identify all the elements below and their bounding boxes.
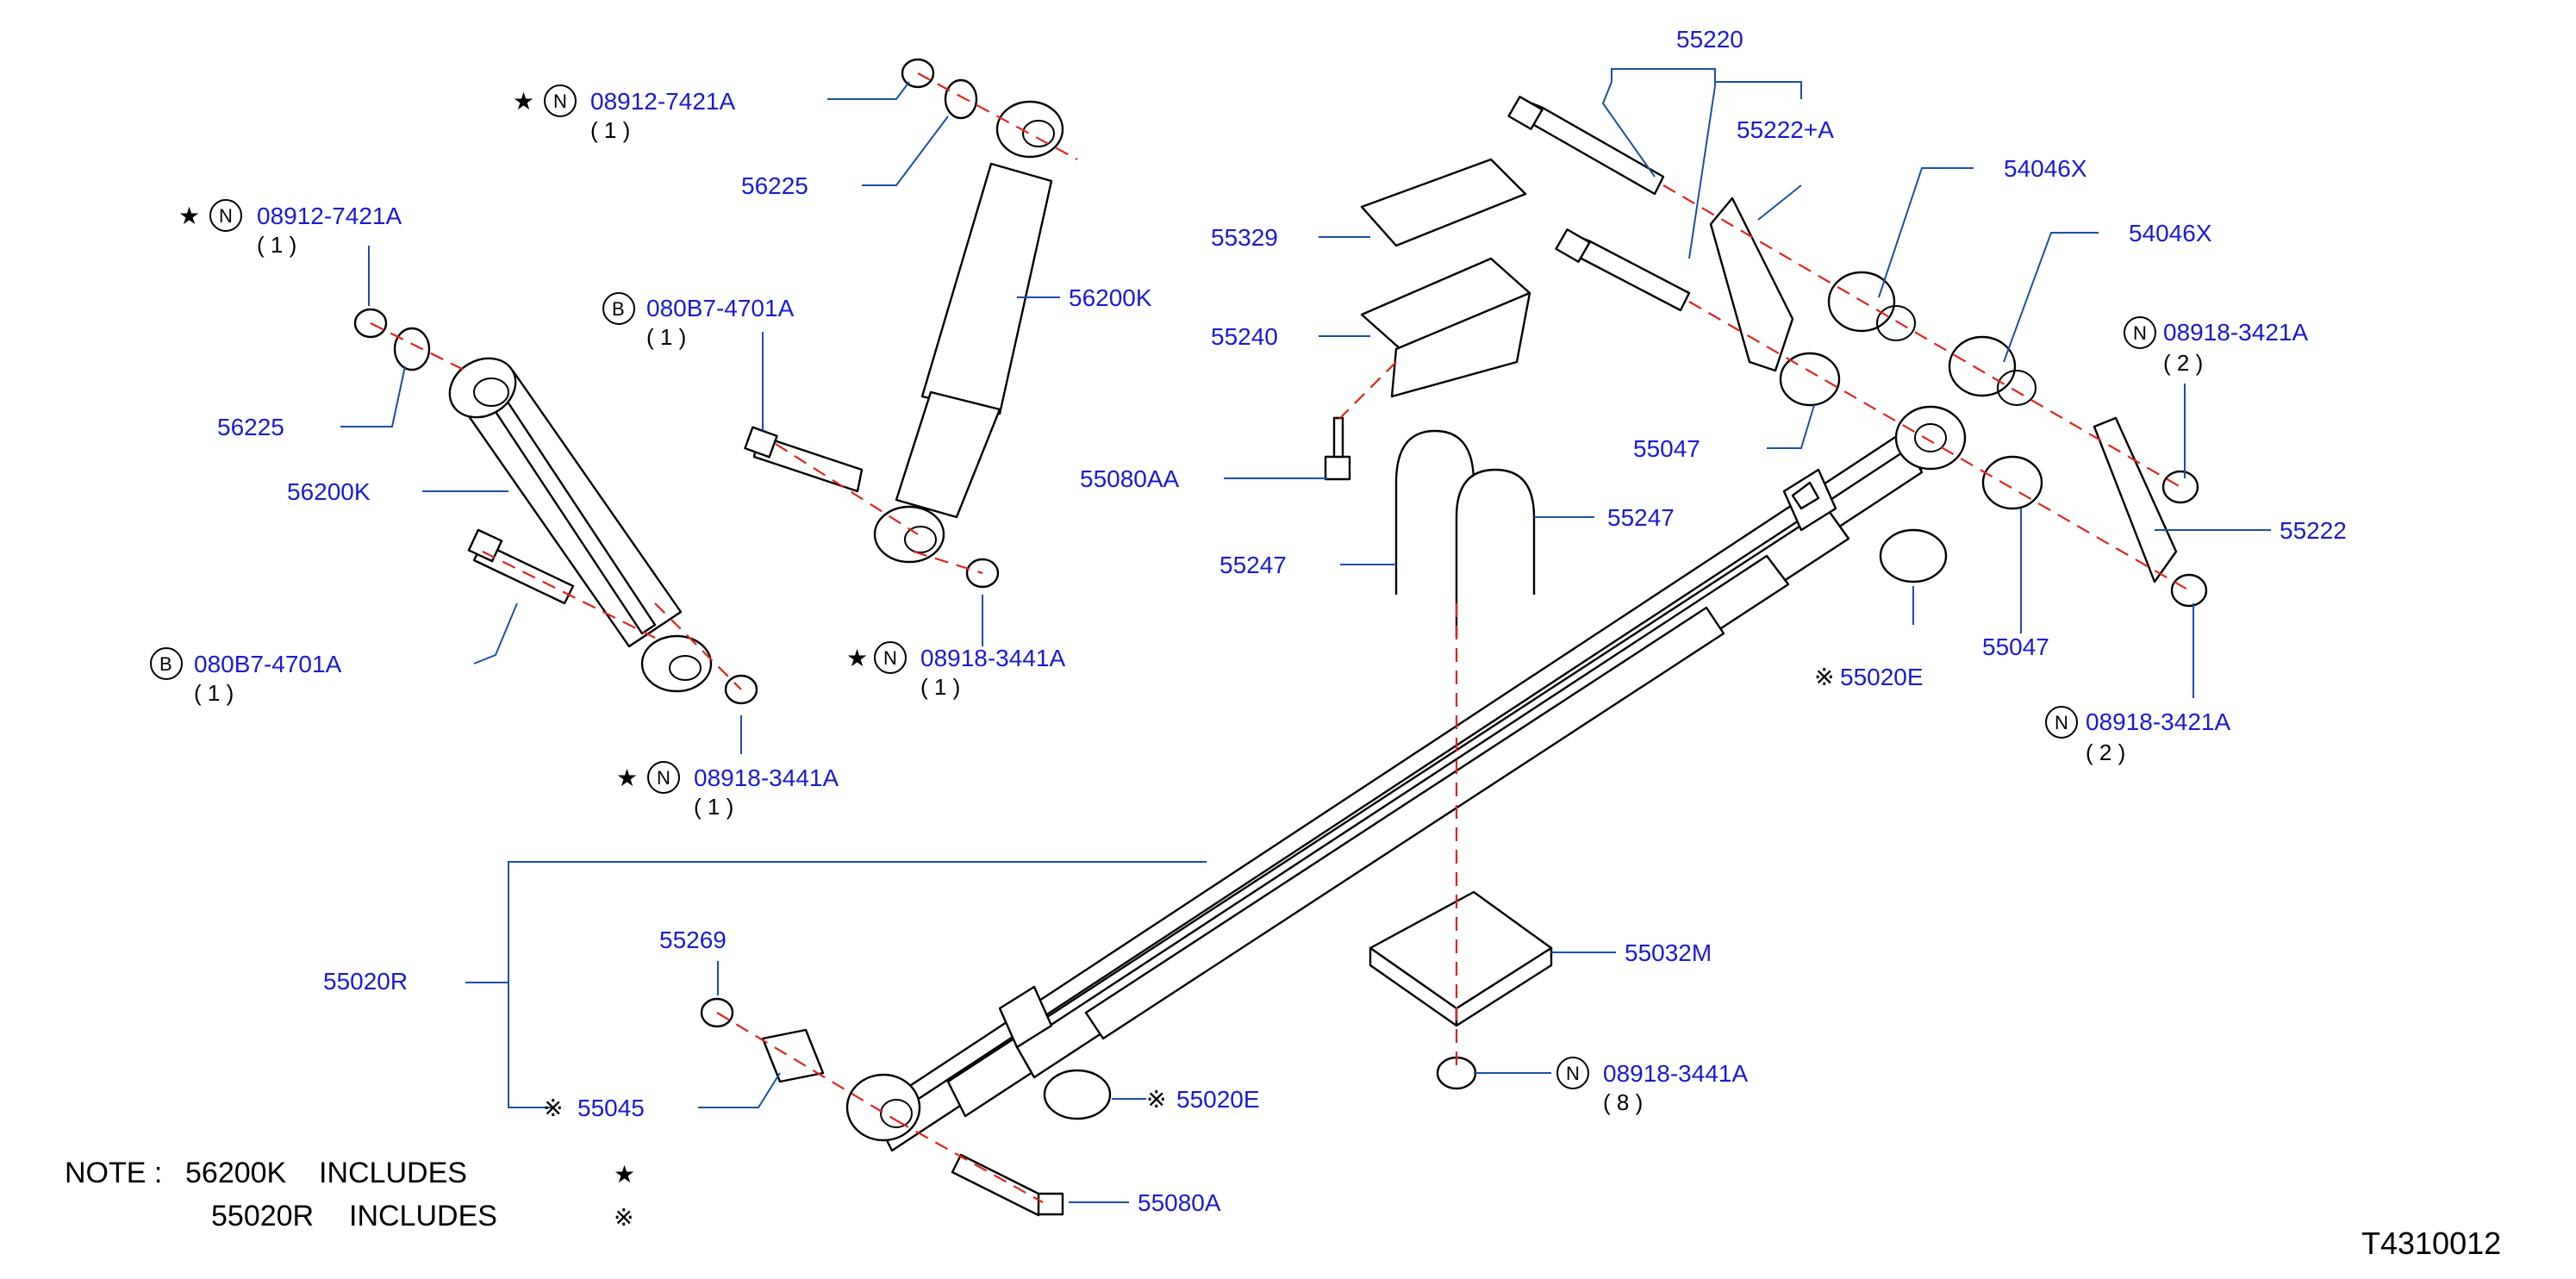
note-includes: INCLUDES [319, 1157, 467, 1189]
n-prefix-icon [874, 641, 907, 674]
n-prefix-icon [2124, 316, 2156, 349]
callout-label[interactable]: 56225 [217, 414, 284, 440]
prefix-letter: B [612, 298, 625, 320]
leaf-spring [845, 405, 1967, 1152]
callout-label[interactable]: 08918-3441A [1603, 1060, 1748, 1087]
callout-label[interactable]: 56200K [1069, 284, 1152, 311]
leader-lines [340, 68, 2271, 1203]
callout-label[interactable]: 080B7-4701A [194, 651, 342, 677]
spring-seat [1369, 890, 1553, 1027]
callout-qty: ( 2 ) [2163, 350, 2203, 376]
callout-label[interactable]: 55269 [659, 926, 727, 953]
callout-label[interactable]: 54046X [2129, 220, 2212, 246]
star-marker: ★ [616, 764, 638, 792]
callout-qty: ( 1 ) [646, 324, 686, 350]
prefix-letter: N [1566, 1063, 1580, 1084]
prefix-letter: N [2133, 322, 2147, 344]
star-marker: ★ [178, 202, 200, 230]
asterism-marker: ※ [1146, 1085, 1166, 1114]
callout-label[interactable]: 55240 [1211, 323, 1278, 350]
callout-label[interactable]: 55047 [1633, 435, 1700, 462]
fasteners [353, 58, 2208, 1217]
callout-label[interactable]: 54046X [2004, 155, 2087, 182]
callout-label[interactable]: 08918-3421A [2163, 319, 2308, 346]
note-block: NOTE : 56200K INCLUDES ★ 55020R INCLUDES… [65, 1157, 635, 1232]
u-bolts [1394, 429, 1536, 638]
n-prefix-icon [2045, 706, 2078, 739]
callout-qty: ( 2 ) [2086, 739, 2125, 765]
callout-qty: ( 1 ) [590, 117, 630, 143]
bump-stoppers [1043, 528, 1948, 1120]
prefix-letter: B [159, 653, 172, 675]
shackle-plates [1709, 197, 2178, 583]
callout-qty: ( 1 ) [694, 794, 733, 820]
callout-label[interactable]: 55032M [1625, 939, 1712, 966]
asterism-marker: ※ [1814, 663, 1834, 691]
prefix-letter: N [657, 767, 671, 789]
callout-qty: ( 1 ) [257, 232, 296, 258]
callout-label[interactable]: 55020R [323, 968, 408, 995]
callout-label[interactable]: 55220 [1676, 26, 1743, 53]
prefix-letter: N [883, 647, 897, 669]
shock-absorber-right [873, 100, 1064, 564]
callout-label[interactable]: 56200K [287, 478, 371, 505]
callout-label[interactable]: 55080AA [1080, 465, 1180, 492]
asterism-marker: ※ [543, 1094, 563, 1122]
n-prefix-icon [209, 199, 242, 232]
callout-label[interactable]: 55020E [1176, 1086, 1260, 1113]
note-prefix: NOTE : [65, 1157, 162, 1189]
n-prefix-icon [544, 84, 577, 117]
callout-label[interactable]: 08912-7421A [590, 88, 735, 115]
callout-label[interactable]: 55247 [1607, 504, 1675, 531]
callout-label[interactable]: 55222+A [1737, 116, 1834, 143]
callout-label[interactable]: 55222 [2280, 517, 2347, 544]
callout-qty: ( 1 ) [194, 680, 234, 706]
callout-label[interactable]: 08918-3441A [920, 645, 1065, 671]
asterism-marker: ※ [614, 1203, 633, 1232]
star-marker: ★ [614, 1160, 635, 1189]
n-prefix-icon [647, 761, 680, 794]
callout-label[interactable]: 080B7-4701A [646, 295, 795, 321]
callout-label[interactable]: 55080A [1138, 1189, 1221, 1216]
callout-label[interactable]: 55020E [1840, 664, 1924, 690]
note-part: 56200K [185, 1157, 287, 1189]
callout-label[interactable]: 55247 [1219, 552, 1287, 578]
figure-code: T4310012 [2361, 1226, 2501, 1261]
star-marker: ★ [846, 644, 868, 672]
star-marker: ★ [513, 87, 534, 115]
prefix-letter: N [219, 205, 233, 227]
callout-label[interactable]: 55329 [1211, 224, 1278, 251]
prefix-letter: N [553, 90, 567, 112]
prefix-letter: N [2055, 712, 2068, 733]
callouts: 55220 55222+A 54046X 54046X 55329 55240 … [150, 26, 2347, 1216]
b-prefix-icon [150, 647, 183, 680]
callout-label[interactable]: 08918-3421A [2086, 708, 2230, 735]
callout-label[interactable]: 56225 [741, 172, 808, 199]
callout-qty: ( 1 ) [920, 674, 960, 700]
bump-stop-pad [1360, 158, 1531, 398]
center-lines [370, 72, 2190, 1203]
note-part: 55020R [211, 1200, 314, 1232]
callout-qty: ( 8 ) [1603, 1089, 1643, 1115]
callout-label[interactable]: 55045 [577, 1095, 645, 1121]
n-prefix-icon [1556, 1057, 1589, 1089]
note-includes: INCLUDES [349, 1200, 497, 1232]
callout-label[interactable]: 08918-3441A [694, 764, 839, 791]
callout-label[interactable]: 55047 [1982, 633, 2049, 660]
b-prefix-icon [602, 292, 635, 325]
callout-label[interactable]: 08912-7421A [257, 203, 402, 229]
shock-absorber-left [448, 357, 713, 693]
